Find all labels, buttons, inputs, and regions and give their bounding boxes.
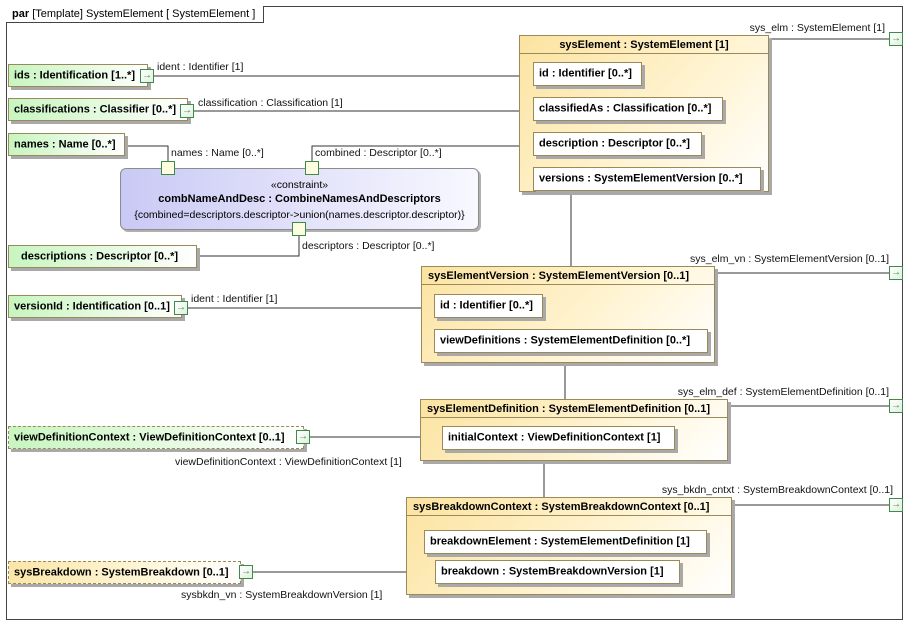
arrow-right-icon: → (891, 499, 901, 510)
block-sysElementDefinition-title: sysElementDefinition : SystemElementDefi… (421, 400, 727, 418)
connector-combined-description (311, 145, 533, 162)
part-label: breakdown : SystemBreakdownVersion [1] (441, 565, 664, 578)
constraint-stereotype: «constraint» (270, 179, 329, 191)
port-versionId[interactable]: → (174, 301, 188, 315)
part-sysElement-classifiedAs[interactable]: classifiedAs : Classification [0..*] (533, 97, 723, 121)
frame-title: par [Template] SystemElement [ SystemEle… (6, 6, 265, 23)
port-output-sys-elm[interactable]: → (889, 32, 903, 46)
label-descriptors: descriptors : Descriptor [0..*] (302, 240, 435, 252)
label-ids-ident: ident : Identifier [1] (157, 61, 244, 73)
part-sysElementVersion-id[interactable]: id : Identifier [0..*] (434, 294, 543, 318)
arrow-right-icon: → (891, 267, 901, 278)
input-viewDefinitionContext-label: viewDefinitionContext : ViewDefinitionCo… (14, 431, 285, 443)
part-sysElement-description[interactable]: description : Descriptor [0..*] (533, 132, 702, 156)
constraint-port-names[interactable] (161, 161, 175, 175)
input-classifications[interactable]: classifications : Classifier [0..*] (8, 98, 188, 121)
constraint-name: combNameAndDesc : CombineNamesAndDescrip… (158, 193, 441, 205)
arrow-right-icon: → (241, 566, 251, 577)
port-output-sys-elm-def[interactable]: → (889, 399, 903, 413)
constraint-expression: {combined=descriptors.descriptor->union(… (134, 209, 465, 221)
port-ids[interactable]: → (140, 69, 154, 83)
input-classifications-label: classifications : Classifier [0..*] (14, 103, 177, 115)
part-label: breakdownElement : SystemElementDefiniti… (430, 535, 690, 548)
arrow-right-icon: → (182, 105, 192, 116)
block-sysElementVersion-title: sysElementVersion : SystemElementVersion… (422, 267, 714, 285)
arrow-right-icon: → (891, 33, 901, 44)
part-label: id : Identifier [0..*] (440, 299, 533, 312)
label-output-sys-elm-def: sys_elm_def : SystemElementDefinition [0… (677, 386, 889, 398)
port-output-sys-bkdn-cntxt[interactable]: → (889, 498, 903, 512)
constraint-port-combined[interactable] (305, 161, 319, 175)
arrow-right-icon: → (176, 302, 186, 313)
part-label: description : Descriptor [0..*] (539, 137, 690, 150)
diagram-frame (6, 6, 903, 620)
part-sysElement-id[interactable]: id : Identifier [0..*] (533, 62, 642, 86)
port-viewDefinitionContext[interactable]: → (296, 430, 310, 444)
input-viewDefinitionContext[interactable]: viewDefinitionContext : ViewDefinitionCo… (8, 426, 304, 449)
block-sysElementDefinition[interactable]: sysElementDefinition : SystemElementDefi… (420, 399, 728, 461)
arrow-right-icon: → (298, 431, 308, 442)
input-names-label: names : Name [0..*] (14, 138, 116, 150)
label-combined: combined : Descriptor [0..*] (315, 147, 442, 159)
label-output-sys-elm: sys_elm : SystemElement [1] (749, 22, 885, 34)
block-sysElement-title: sysElement : SystemElement [1] (520, 36, 768, 54)
arrow-right-icon: → (142, 70, 152, 81)
port-output-sys-elm-vn[interactable]: → (889, 266, 903, 280)
constraint-port-descriptors[interactable] (292, 222, 306, 236)
label-output-sys-bkdn-cntxt: sys_bkdn_cntxt : SystemBreakdownContext … (661, 484, 893, 496)
label-names: names : Name [0..*] (171, 147, 264, 159)
input-descriptions[interactable]: descriptions : Descriptor [0..*] (8, 245, 197, 268)
input-sysBreakdown[interactable]: sysBreakdown : SystemBreakdown [0..1] (8, 561, 241, 584)
arrow-right-icon: → (891, 400, 901, 411)
port-sysBreakdown[interactable]: → (239, 565, 253, 579)
part-label: classifiedAs : Classification [0..*] (539, 102, 712, 115)
input-descriptions-label: descriptions : Descriptor [0..*] (21, 250, 179, 262)
part-label: id : Identifier [0..*] (539, 67, 632, 80)
part-label: initialContext : ViewDefinitionContext [… (448, 431, 661, 444)
part-label: versions : SystemElementVersion [0..*] (539, 172, 743, 185)
frame-title-text: [Template] SystemElement [ SystemElement… (32, 8, 256, 20)
label-viewDefinitionContext: viewDefinitionContext : ViewDefinitionCo… (175, 456, 402, 468)
part-sysElementDefinition-initialContext[interactable]: initialContext : ViewDefinitionContext [… (442, 426, 675, 450)
part-label: viewDefinitions : SystemElementDefinitio… (440, 334, 690, 347)
input-ids[interactable]: ids : Identification [1..*] (8, 64, 148, 87)
input-sysBreakdown-label: sysBreakdown : SystemBreakdown [0..1] (14, 566, 229, 578)
part-sysElementVersion-viewDefinitions[interactable]: viewDefinitions : SystemElementDefinitio… (434, 329, 708, 353)
part-sysElement-versions[interactable]: versions : SystemElementVersion [0..*] (533, 167, 761, 191)
label-output-sys-elm-vn: sys_elm_vn : SystemElementVersion [0..1] (689, 253, 889, 265)
label-versionId-ident: ident : Identifier [1] (191, 293, 278, 305)
block-sysBreakdownContext-title: sysBreakdownContext : SystemBreakdownCon… (407, 498, 731, 516)
connector-names-constraint (125, 145, 169, 162)
label-sysbkdn-vn: sysbkdn_vn : SystemBreakdownVersion [1] (181, 589, 383, 601)
input-versionId-label: versionId : Identification [0..1] (14, 300, 170, 312)
part-sysBreakdownContext-breakdownElement[interactable]: breakdownElement : SystemElementDefiniti… (424, 530, 707, 554)
part-sysBreakdownContext-breakdown[interactable]: breakdown : SystemBreakdownVersion [1] (435, 560, 680, 584)
input-versionId[interactable]: versionId : Identification [0..1] (8, 295, 182, 318)
input-ids-label: ids : Identification [1..*] (14, 69, 136, 81)
frame-kind: par (12, 8, 30, 20)
input-names[interactable]: names : Name [0..*] (8, 133, 125, 156)
label-classification: classification : Classification [1] (198, 97, 343, 109)
port-classifications[interactable]: → (180, 104, 194, 118)
connector-descriptions-constraint (197, 235, 300, 257)
constraint-block[interactable]: «constraint» combNameAndDesc : CombineNa… (120, 168, 479, 230)
